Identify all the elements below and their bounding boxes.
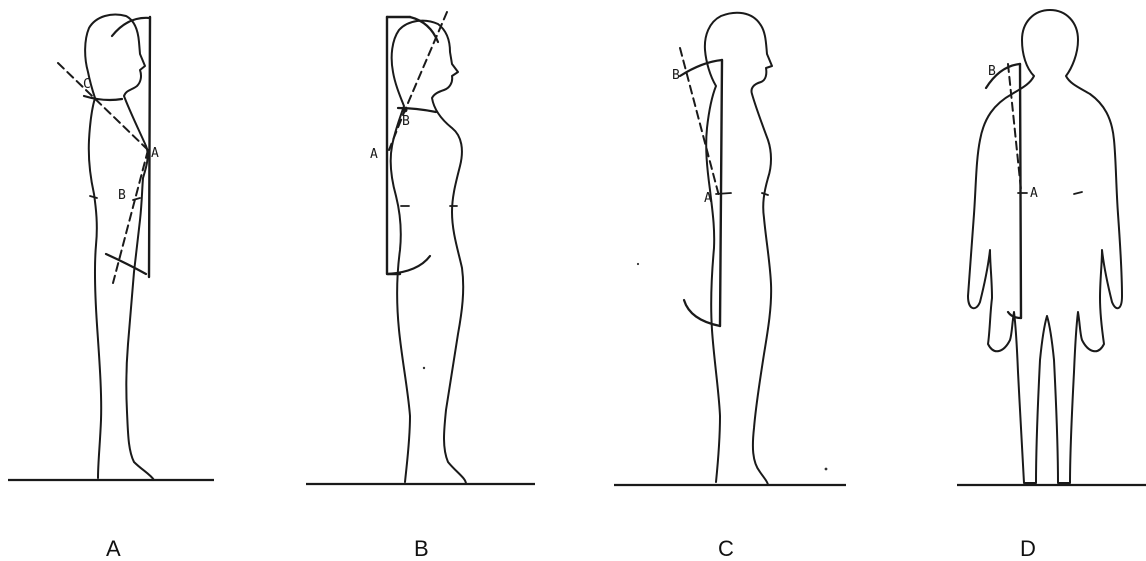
- panel-a: C A B A: [8, 15, 214, 561]
- point-label-b-c: B: [672, 68, 680, 83]
- point-label-b-d: B: [988, 64, 996, 79]
- panel-d: B A D: [957, 10, 1146, 561]
- waist-tick-right-a: [133, 198, 140, 200]
- panel-caption-a: A: [106, 536, 121, 561]
- panel-caption-c: C: [718, 536, 734, 561]
- hip-arc-a: [106, 254, 146, 274]
- speck-c2: [825, 468, 828, 471]
- chin-arc-a: [84, 96, 122, 100]
- panel-c: B A C: [614, 13, 846, 561]
- panel-b: B A B: [306, 12, 535, 561]
- point-label-b-a: B: [118, 188, 126, 203]
- speck-b: [423, 367, 425, 369]
- panel-caption-d: D: [1020, 536, 1036, 561]
- point-label-c-a: C: [83, 77, 91, 92]
- waist-tick-right-c: [762, 193, 768, 195]
- dashed-line-torso-a: [113, 150, 148, 283]
- speck-c1: [637, 263, 639, 265]
- waist-tick-left-c: [716, 193, 731, 194]
- hip-arc-b: [388, 256, 430, 274]
- waist-tick-left-a: [90, 196, 97, 198]
- dashed-line-c: [680, 48, 719, 196]
- dashed-line-neck-a: [58, 63, 148, 150]
- point-label-a-a: A: [151, 146, 159, 161]
- hip-arc-c: [684, 300, 720, 326]
- waist-tick-right-d: [1074, 192, 1082, 194]
- point-label-a-c: A: [704, 191, 712, 206]
- body-silhouette-c: [705, 13, 772, 485]
- vertical-frame-b: [387, 17, 400, 274]
- neck-point-b: [403, 108, 408, 113]
- point-label-a-b: A: [370, 147, 378, 162]
- point-label-b-b: B: [402, 114, 410, 129]
- head-arc-a: [112, 18, 150, 36]
- point-label-a-d: A: [1030, 186, 1038, 201]
- body-silhouette-b: [391, 21, 466, 484]
- panel-caption-b: B: [414, 536, 429, 561]
- body-silhouette-a: [85, 15, 154, 481]
- vertical-frame-d: [1020, 64, 1021, 318]
- vertical-frame-a: [149, 17, 150, 277]
